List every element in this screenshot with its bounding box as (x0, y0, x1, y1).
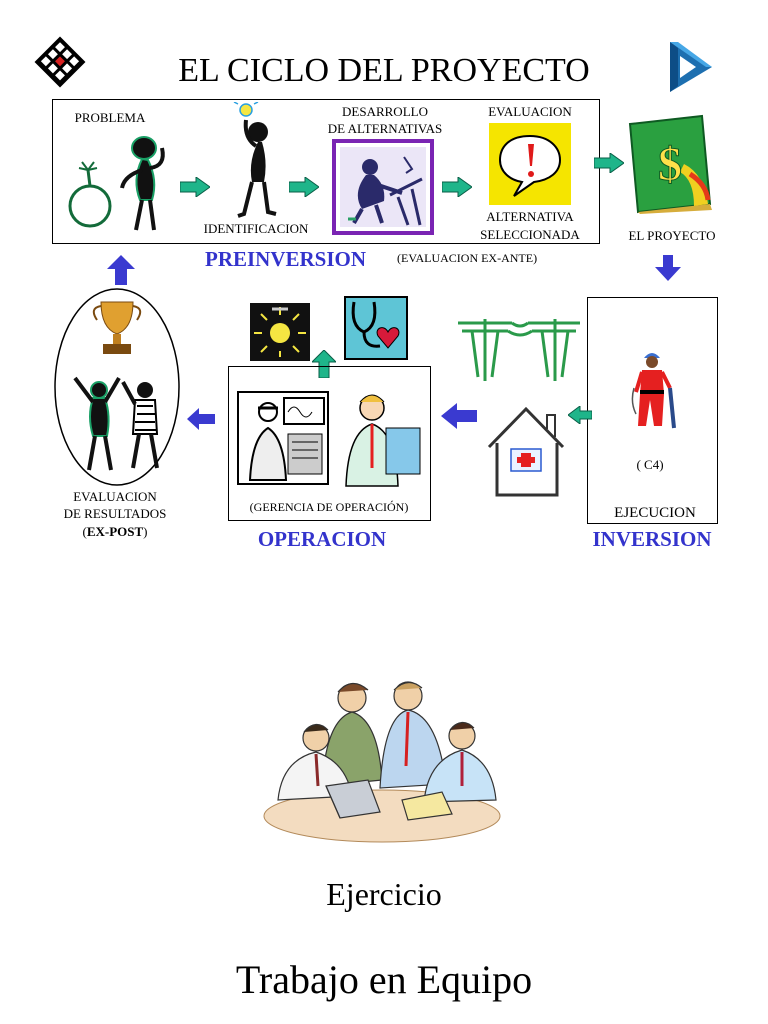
arrow-teal-4 (594, 153, 624, 173)
arrow-blue-left (441, 403, 477, 429)
evaluacion-expost-line2: DE RESULTADOS (40, 506, 190, 521)
evaluacion-label: EVALUACION (470, 104, 590, 119)
arrow-blue-down (655, 255, 681, 281)
power-lines-icon (452, 317, 584, 383)
person-at-desk-icon (332, 139, 434, 235)
el-proyecto-label: EL PROYECTO (612, 228, 732, 243)
ejecucion-label: EJECUCION (595, 505, 715, 522)
health-house-icon (485, 405, 567, 497)
light-bulb-figure-icon (228, 102, 284, 220)
desarrollo-label-2: DE ALTERNATIVAS (310, 121, 460, 136)
arrow-blue-left-2 (187, 408, 215, 430)
money-book-icon: $ (624, 114, 716, 214)
exclamation-speech-icon (488, 122, 572, 206)
arrow-teal-1 (180, 177, 210, 197)
arrow-teal-3 (442, 177, 472, 197)
ex-post-bold: EX-POST (87, 524, 143, 539)
ex-ante-note: (EVALUACION EX-ANTE) (397, 251, 537, 266)
gerencia-label: (GERENCIA DE OPERACIÓN) (228, 500, 430, 515)
identificacion-label: IDENTIFICACION (186, 221, 326, 236)
arrow-teal-left-small (568, 406, 592, 424)
stethoscope-heart-icon (344, 296, 408, 360)
inversion-phase-label: INVERSION (586, 527, 718, 552)
arrow-blue-up (107, 255, 135, 285)
alternativa-label-1: ALTERNATIVA (470, 209, 590, 224)
ex-post-oval (53, 286, 183, 488)
evaluacion-expost-line1: EVALUACION (40, 489, 190, 504)
footer-ejercicio: Ejercicio (0, 876, 768, 913)
c4-label: ( C4) (600, 457, 700, 472)
evaluacion-expost-line3: (EX-POST) (40, 524, 190, 539)
problema-label: PROBLEMA (58, 110, 162, 125)
bomb-icon (62, 130, 172, 236)
desarrollo-label-1: DESARROLLO (310, 104, 460, 119)
preinversion-phase-label: PREINVERSION (205, 247, 366, 272)
light-bulb-icon (250, 303, 310, 361)
svg-text:$: $ (658, 138, 682, 191)
footer-trabajo-en-equipo: Trabajo en Equipo (0, 956, 768, 1003)
page-title: EL CICLO DEL PROYECTO (0, 52, 768, 90)
operacion-phase-label: OPERACION (228, 527, 416, 552)
worker-icon (630, 348, 680, 430)
stick-figure (122, 137, 163, 230)
doctors-icon (236, 388, 426, 488)
team-meeting-illustration (256, 676, 508, 846)
arrow-teal-2 (289, 177, 319, 197)
alternativa-label-2: SELECCIONADA (470, 227, 590, 242)
